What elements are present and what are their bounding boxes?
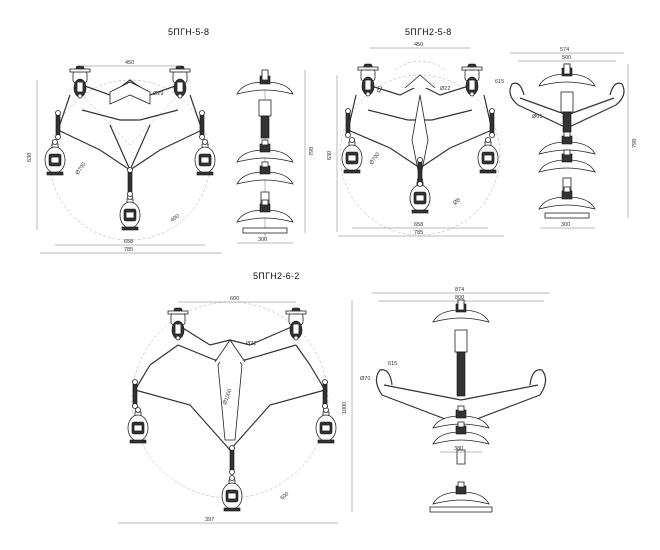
dim-label: 574 xyxy=(560,47,569,53)
dim-label: Ø22 xyxy=(246,341,256,347)
dim-label: 400 xyxy=(170,213,181,223)
dim-label: 600 xyxy=(279,491,290,502)
figure-2-front-view: 450 Ø22 Ø1 630 Ø700 Ø8 658 785 xyxy=(327,42,504,237)
dim-label: Ø29 xyxy=(153,91,163,97)
dim-label: 658 xyxy=(124,239,133,245)
dim-label: Ø22 xyxy=(440,86,450,92)
figure-2-side-view: 574 500 615 Ø65 798 300 xyxy=(495,47,638,229)
dim-label: Ø700 xyxy=(75,162,88,176)
figure-title-1: 5ПГН-5-8 xyxy=(168,27,210,37)
figure-3-side-view: 874 800 615 Ø70 1000 380 xyxy=(342,287,550,513)
dim-label: 380 xyxy=(454,446,463,452)
dim-label: Ø70 xyxy=(360,376,370,382)
dim-label: 785 xyxy=(124,247,133,253)
figure-1-side-view: 798 300 xyxy=(236,69,315,244)
dim-label: Ø1 xyxy=(376,85,384,94)
dim-label: Ø1000 xyxy=(222,388,233,406)
dim-label: Ø65 xyxy=(532,114,542,120)
dim-label: 500 xyxy=(562,55,571,61)
dim-label: 630 xyxy=(27,153,33,162)
dim-label: 800 xyxy=(455,295,464,301)
dim-label: 300 xyxy=(258,237,267,243)
dim-label: 798 xyxy=(309,147,315,156)
dim-label: Ø700 xyxy=(369,152,382,166)
dim-label: 600 xyxy=(230,296,239,302)
dim-label: 630 xyxy=(327,151,333,160)
figure-title-3: 5ПГН2-6-2 xyxy=(253,271,300,281)
dim-label: 450 xyxy=(125,60,134,66)
dim-label: 658 xyxy=(414,222,423,228)
dim-label: 615 xyxy=(495,79,504,85)
figure-1-front-view: 450 Ø29 630 Ø700 400 658 785 xyxy=(27,60,222,254)
dim-label: 450 xyxy=(414,42,423,48)
dim-label: 615 xyxy=(388,361,397,367)
figure-3-front-view: 600 Ø22 Ø1000 600 397 xyxy=(118,296,338,524)
dim-label: 300 xyxy=(561,222,570,228)
dim-label: Ø8 xyxy=(452,197,461,206)
dim-label: 785 xyxy=(414,230,423,236)
dim-label: 1000 xyxy=(342,402,348,414)
dim-label: 798 xyxy=(632,139,638,148)
dim-label: 397 xyxy=(205,517,214,523)
figure-title-2: 5ПГН2-5-8 xyxy=(405,27,452,37)
dim-label: 874 xyxy=(455,287,464,293)
